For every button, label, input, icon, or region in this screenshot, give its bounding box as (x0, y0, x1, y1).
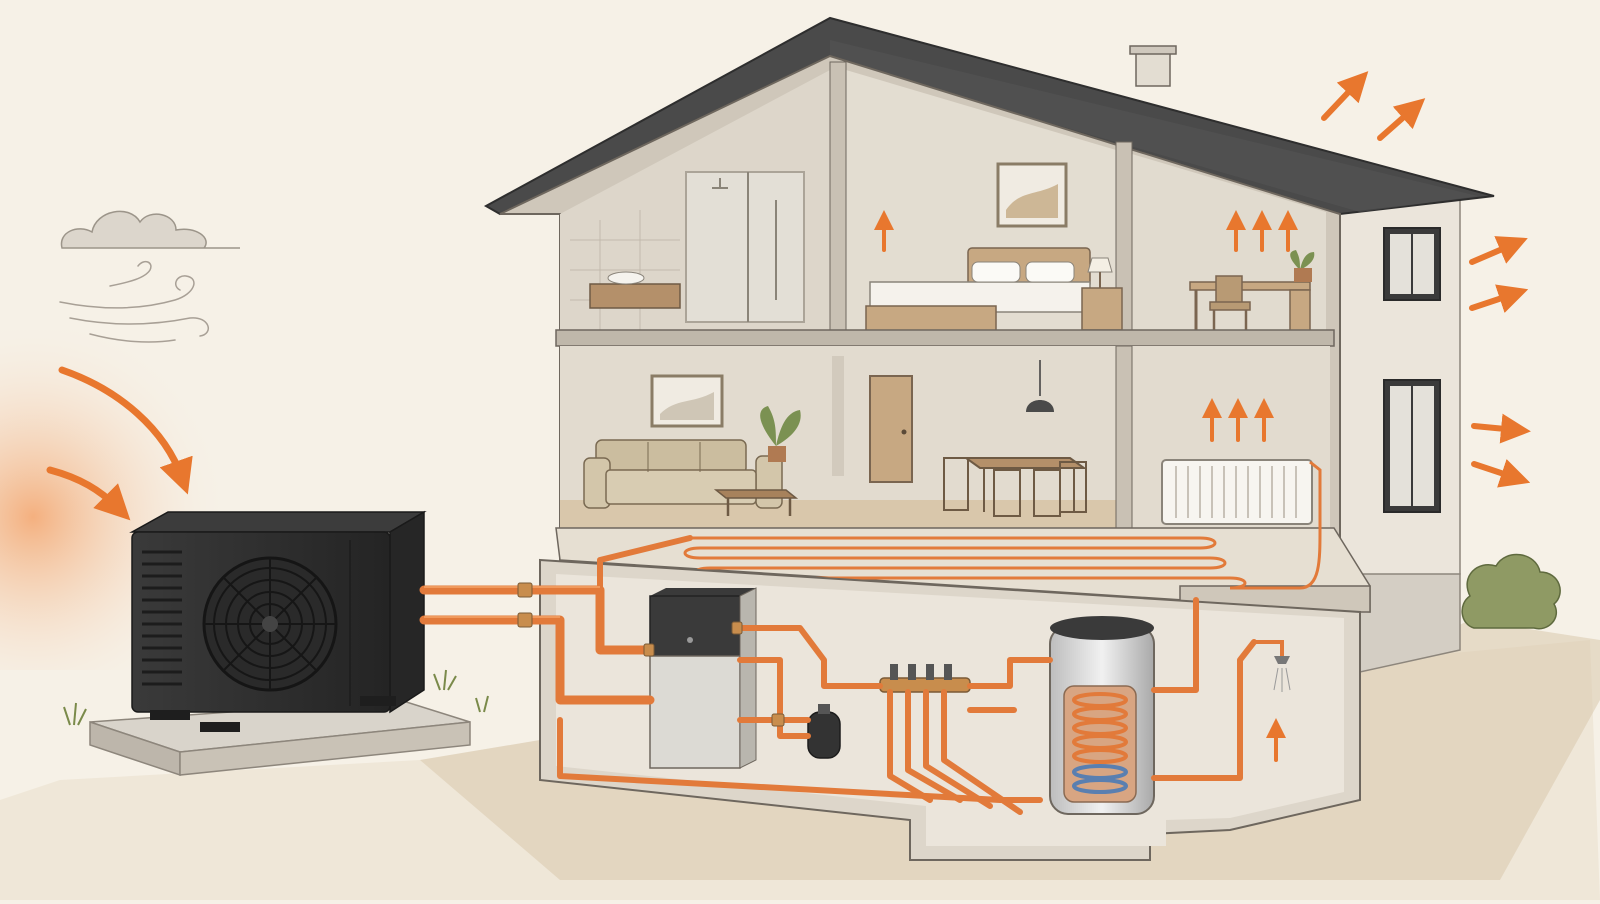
side-window-upper (1383, 227, 1441, 301)
heat-loss-arrows (1321, 71, 1531, 488)
expansion-vessel (807, 704, 841, 759)
side-window-lower (1383, 379, 1441, 513)
desk-chair (1189, 275, 1311, 335)
indoor-heat-arrows (874, 210, 1298, 762)
shower-enclosure (685, 171, 805, 323)
potted-plant (1290, 250, 1315, 282)
outdoor-heat-pump-unit (129, 510, 427, 732)
wind-icon (59, 260, 210, 343)
grass-tufts (63, 669, 489, 726)
cloud-icon (60, 210, 240, 249)
shower-icon (1254, 640, 1291, 692)
shrub (1461, 553, 1561, 630)
refrigerant-pipes (419, 585, 655, 705)
indoor-hydro-unit (649, 587, 757, 769)
wall-art (996, 162, 1068, 228)
radiator (1161, 459, 1313, 525)
interior-door (869, 375, 913, 483)
heat-arrow-icon (46, 366, 193, 521)
fan-icon (202, 556, 338, 692)
dining-set (943, 457, 1088, 517)
chimney (1129, 45, 1177, 87)
coffee-table (713, 489, 799, 516)
heating-flow-pipes (557, 535, 1257, 815)
living-wall-art (650, 374, 724, 428)
bathroom-vanity (589, 271, 681, 309)
indoor-plant (760, 406, 801, 462)
heating-coil (1072, 692, 1128, 764)
pendant-lamp (1026, 360, 1054, 412)
house (419, 16, 1495, 861)
sofa (583, 439, 783, 509)
hot-water-cylinder (1049, 616, 1155, 815)
bathroom-tiles (570, 210, 680, 330)
bed (865, 247, 1091, 333)
underfloor-heating-loop (683, 536, 1247, 590)
